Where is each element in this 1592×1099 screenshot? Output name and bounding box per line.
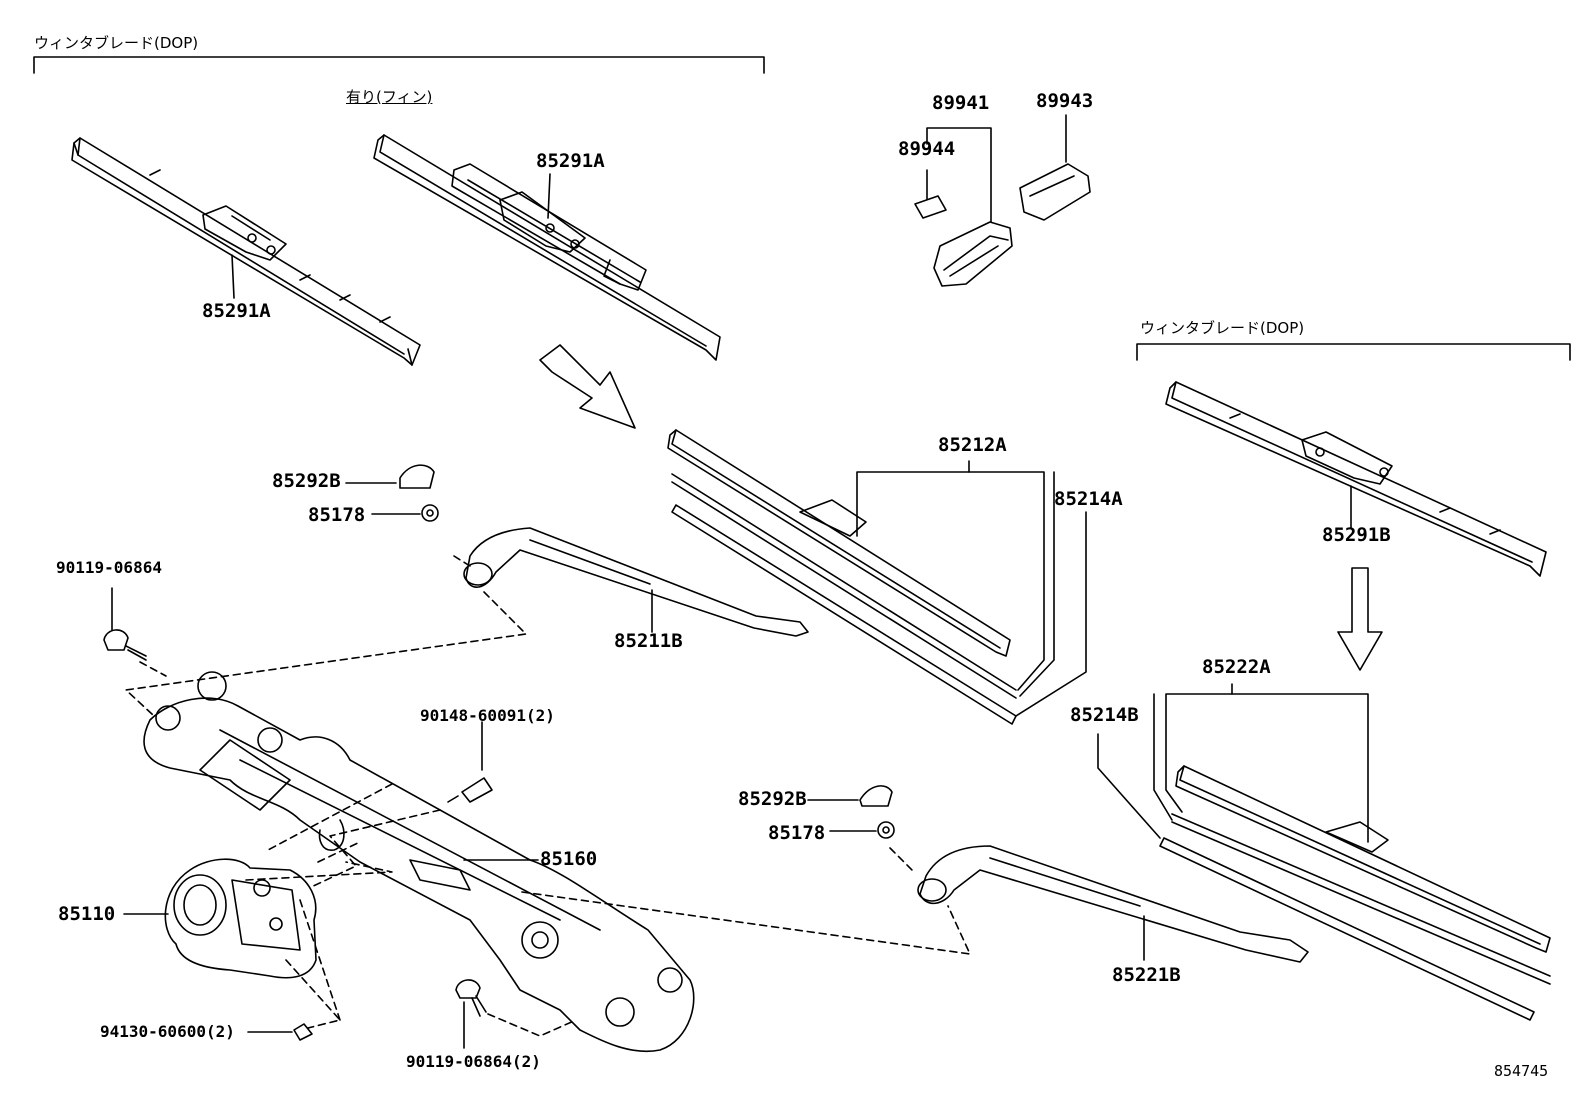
wiper-blade-left bbox=[71, 137, 421, 366]
dash-right-arm bbox=[521, 891, 971, 955]
leader-85291A-left bbox=[231, 254, 235, 299]
leader-85291A-fin bbox=[547, 173, 551, 219]
linkage-85160 bbox=[143, 671, 695, 1052]
part-label-89944: 89944 bbox=[898, 138, 956, 160]
part-label-85222A: 85222A bbox=[1202, 656, 1271, 678]
motor-85110 bbox=[164, 858, 317, 979]
part-label-89943: 89943 bbox=[1036, 90, 1094, 112]
part-label-85178-top: 85178 bbox=[308, 504, 366, 526]
part-label-85292B-top: 85292B bbox=[272, 470, 341, 492]
bracket-left bbox=[33, 56, 765, 74]
cap-85292B-top bbox=[399, 464, 435, 489]
part-label-90148-60091: 90148-60091(2) bbox=[420, 706, 555, 725]
part-label-85291A-left: 85291A bbox=[202, 300, 271, 322]
part-label-85291A-fin: 85291A bbox=[536, 150, 605, 172]
part-label-85292B-bottom: 85292B bbox=[738, 788, 807, 810]
bolt-90119-bottom bbox=[455, 979, 481, 999]
nut-94130 bbox=[293, 1023, 313, 1041]
bolt-90119-top bbox=[103, 629, 129, 651]
part-label-85211B: 85211B bbox=[614, 630, 683, 652]
part-label-85291B: 85291B bbox=[1322, 524, 1391, 546]
diagram-code: 854745 bbox=[1494, 1062, 1549, 1080]
arrow-down bbox=[1337, 567, 1383, 671]
caption-winter-blade-dop-left: ウィンタブレード(DOP) bbox=[34, 34, 199, 52]
part-label-85178-bottom: 85178 bbox=[768, 822, 826, 844]
wiper-blade-85222A bbox=[1159, 765, 1551, 1021]
part-label-85221B: 85221B bbox=[1112, 964, 1181, 986]
wiper-arm-85211B bbox=[463, 527, 809, 637]
part-label-85214A: 85214A bbox=[1054, 488, 1123, 510]
leader-85222A bbox=[1165, 693, 1369, 843]
part-label-85214B: 85214B bbox=[1070, 704, 1139, 726]
leader-89941 bbox=[926, 127, 992, 223]
clip-89944 bbox=[914, 195, 947, 219]
arrow-down-right bbox=[539, 344, 636, 429]
caption-winter-blade-dop-right: ウィンタブレード(DOP) bbox=[1140, 319, 1305, 337]
wiper-blade-85212A bbox=[667, 429, 1017, 725]
part-label-90119-06864-2: 90119-06864(2) bbox=[406, 1052, 541, 1071]
part-label-85160: 85160 bbox=[540, 848, 598, 870]
dash-motor bbox=[245, 861, 393, 881]
cover-89943 bbox=[1019, 163, 1091, 221]
wiper-blade-fin bbox=[373, 134, 721, 361]
dash-arm-link bbox=[125, 591, 527, 741]
cap-85292B-bottom bbox=[859, 785, 893, 807]
part-label-85212A: 85212A bbox=[938, 434, 1007, 456]
part-label-85110: 85110 bbox=[58, 903, 116, 925]
leader-85212A bbox=[856, 471, 1045, 691]
bracket-right bbox=[1136, 343, 1571, 361]
leader-85214A bbox=[1019, 471, 1055, 697]
caption-with-fin: 有り(フィン) bbox=[346, 88, 433, 106]
nut-85178-bottom bbox=[877, 821, 895, 839]
wiper-arm-85221B bbox=[917, 845, 1309, 963]
adapter-89941 bbox=[933, 221, 1013, 287]
nut-85178-top bbox=[421, 504, 439, 522]
leader-85214B bbox=[1097, 733, 1161, 839]
bolt-90148 bbox=[461, 777, 493, 803]
wiper-blade-right bbox=[1165, 381, 1547, 577]
part-label-94130-60600: 94130-60600(2) bbox=[100, 1022, 235, 1041]
part-label-90119-06864: 90119-06864 bbox=[56, 558, 162, 577]
part-label-89941: 89941 bbox=[932, 92, 990, 114]
